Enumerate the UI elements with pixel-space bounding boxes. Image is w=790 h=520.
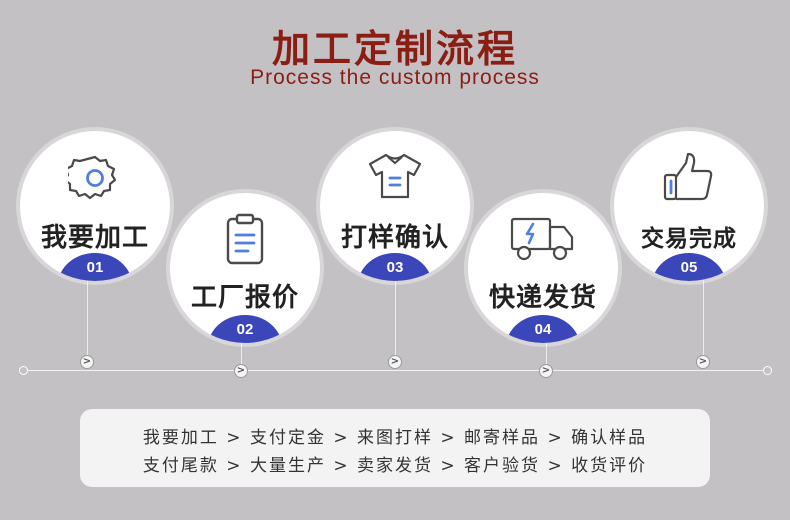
step-number-badge: 03 [358, 253, 432, 281]
step-number-badge: 02 [208, 315, 282, 343]
step-card-04: 快递发货 04 [468, 193, 618, 343]
step-card-05: 交易完成 05 [614, 131, 764, 281]
process-summary-box: 我要加工 > 支付定金 > 来图打样 > 邮寄样品 > 确认样品 支付尾款 > … [80, 409, 710, 487]
connector-step-01 [87, 270, 88, 358]
step-card-02: 工厂报价 02 [170, 193, 320, 343]
connector-step-04 [546, 330, 547, 364]
connector-step-03 [395, 270, 396, 358]
step-label: 工厂报价 [190, 283, 299, 313]
connector-step-02 [241, 330, 242, 364]
step-label: 交易完成 [641, 226, 737, 252]
gear-icon [68, 155, 117, 200]
timeline-arrow-node: > [539, 364, 553, 378]
summary-line: 支付尾款 > 大量生产 > 卖家发货 > 客户验货 > 收货评价 [142, 456, 648, 476]
step-label: 快递发货 [488, 283, 597, 313]
step-number: 05 [680, 259, 698, 276]
timeline-arrow-node: > [80, 355, 94, 369]
step-number: 04 [534, 321, 552, 338]
step-card-03: 打样确认 03 [320, 131, 470, 281]
delivery-truck-icon [510, 217, 574, 261]
timeline-line [22, 370, 768, 371]
timeline-start-dot [19, 366, 28, 375]
step-number-badge: 01 [58, 253, 132, 281]
page-title: 加工定制流程 [271, 27, 518, 71]
step-number-badge: 05 [652, 253, 726, 281]
thumbs-up-icon [663, 152, 713, 201]
step-number: 02 [236, 321, 254, 338]
timeline-end-dot [763, 366, 772, 375]
timeline-arrow-node: > [388, 355, 402, 369]
step-label: 打样确认 [340, 223, 449, 253]
step-number: 03 [386, 259, 404, 276]
timeline-arrow-node: > [234, 364, 248, 378]
page-subtitle: Process the custom process [250, 66, 540, 89]
step-label: 我要加工 [40, 223, 149, 253]
timeline-arrow-node: > [696, 355, 710, 369]
step-card-01: 我要加工 01 [20, 131, 170, 281]
connector-step-05 [703, 270, 704, 358]
clipboard-icon [226, 213, 264, 265]
step-number-badge: 04 [506, 315, 580, 343]
step-number: 01 [86, 259, 104, 276]
summary-line: 我要加工 > 支付定金 > 来图打样 > 邮寄样品 > 确认样品 [142, 428, 648, 448]
tshirt-icon [368, 153, 422, 199]
